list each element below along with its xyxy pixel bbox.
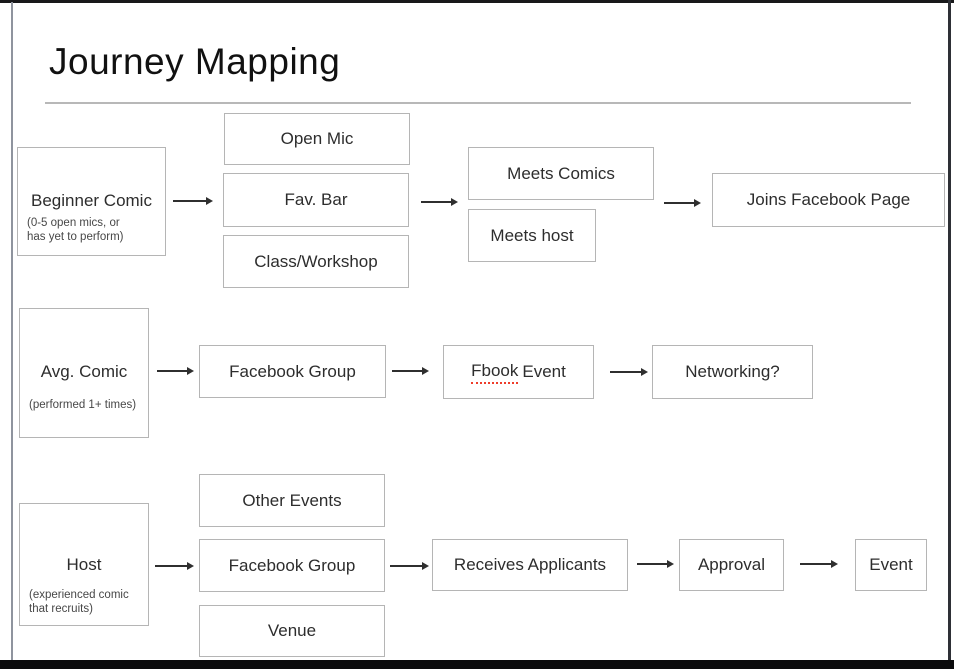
node-avg-comic: Avg. Comic (performed 1+ times) — [19, 308, 149, 438]
arrow-receives-to-approval — [637, 560, 674, 568]
node-approval: Approval — [679, 539, 784, 591]
arrow-options-to-meets — [421, 198, 458, 206]
arrow-fbook-event-to-networking — [610, 368, 648, 376]
persona-name: Avg. Comic — [40, 362, 128, 381]
node-label: Meets Comics — [507, 163, 615, 183]
node-facebook-group-row2: Facebook Group — [199, 345, 386, 398]
persona-note: (performed 1+ times) — [20, 398, 148, 412]
node-other-events: Other Events — [199, 474, 385, 527]
node-label: Facebook Group — [229, 361, 356, 381]
persona-name: Beginner Comic — [31, 191, 152, 210]
node-label: Event — [522, 362, 566, 381]
node-class-workshop: Class/Workshop — [223, 235, 409, 288]
node-label: Class/Workshop — [254, 251, 378, 271]
persona-note-line: (0-5 open mics, or — [27, 217, 120, 229]
node-label: Event — [869, 555, 913, 574]
frame-border-left — [11, 2, 13, 660]
frame-border-right — [948, 0, 951, 660]
node-label: Networking? — [685, 362, 780, 381]
misspelled-word: Fbook — [471, 361, 519, 384]
node-label: Other Events — [242, 490, 342, 510]
node-joins-facebook-page: Joins Facebook Page — [712, 173, 945, 227]
node-facebook-group-row3: Facebook Group — [199, 539, 385, 592]
arrow-options-to-receives-applicants — [390, 562, 429, 570]
title-divider — [45, 102, 911, 104]
persona-note: (0-5 open mics, or has yet to perform) — [18, 216, 165, 244]
node-beginner-comic: Beginner Comic (0-5 open mics, or has ye… — [17, 147, 166, 256]
node-open-mic: Open Mic — [224, 113, 410, 165]
node-receives-applicants: Receives Applicants — [432, 539, 628, 591]
node-label: Facebook Group — [228, 555, 356, 575]
node-venue: Venue — [199, 605, 385, 657]
node-event: Event — [855, 539, 927, 591]
node-fav-bar: Fav. Bar — [223, 173, 409, 227]
node-host: Host (experienced comic that recruits) — [19, 503, 149, 626]
arrow-meets-to-joins-facebook — [664, 199, 701, 207]
node-label: Fav. Bar — [284, 190, 348, 209]
persona-note: (experienced comic that recruits) — [20, 588, 148, 616]
arrow-approval-to-event — [800, 560, 838, 568]
persona-note-line: (performed 1+ times) — [29, 399, 137, 411]
node-label: Meets host — [490, 225, 574, 245]
node-label: Venue — [267, 621, 317, 640]
arrow-host-to-options — [155, 562, 194, 570]
node-label: Joins Facebook Page — [746, 190, 911, 209]
node-networking: Networking? — [652, 345, 813, 399]
persona-note-line: has yet to perform) — [27, 231, 124, 243]
node-label: Approval — [697, 555, 766, 574]
arrow-avg-to-facebook-group — [157, 367, 194, 375]
node-meets-host: Meets host — [468, 209, 596, 262]
node-label: Open Mic — [280, 129, 354, 148]
frame-border-top — [0, 0, 954, 3]
arrow-facebook-group-to-fbook-event — [392, 367, 429, 375]
persona-note-line: (experienced comic — [29, 589, 129, 601]
node-meets-comics: Meets Comics — [468, 147, 654, 200]
node-label: Receives Applicants — [453, 555, 607, 574]
persona-name: Host — [66, 555, 102, 574]
arrow-beginner-to-options — [173, 197, 213, 205]
persona-note-line: that recruits) — [29, 603, 93, 615]
slide-title: Journey Mapping — [49, 41, 341, 82]
frame-border-bottom — [0, 660, 954, 669]
